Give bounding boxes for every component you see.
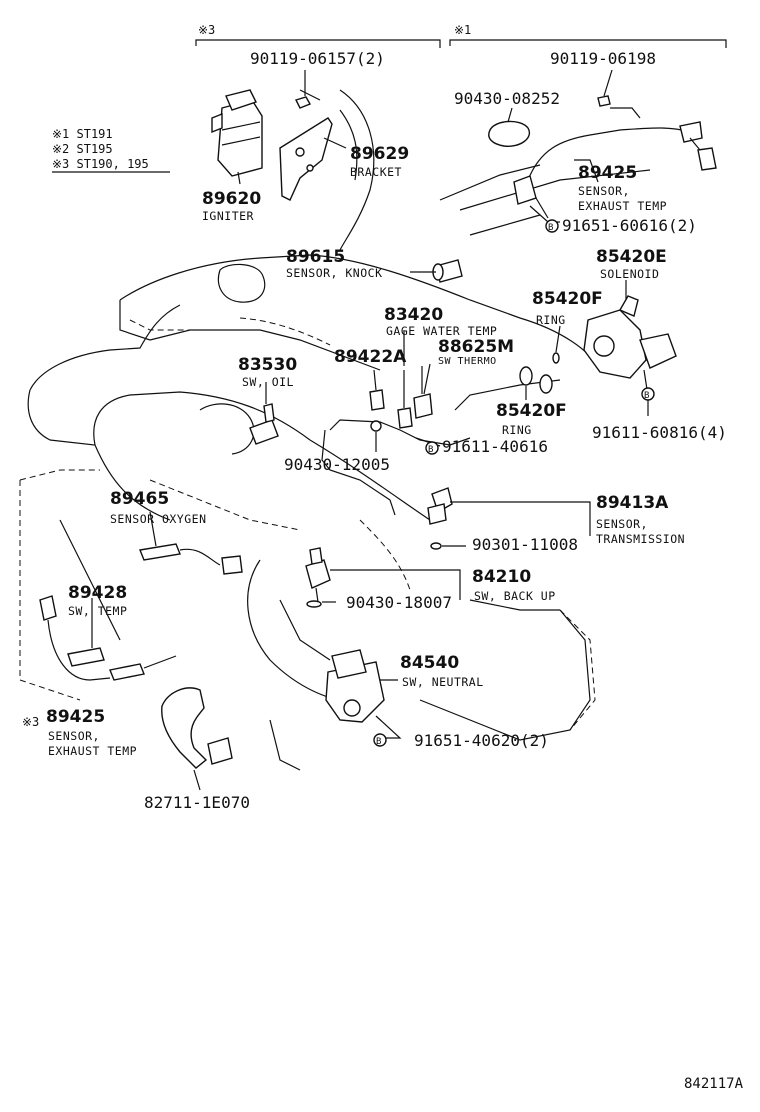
temp-switch-drawing: [67, 618, 105, 667]
water-temp-gage-drawing: [397, 370, 413, 429]
label-transmission: TRANSMISSION: [596, 532, 685, 546]
label-sw-thermo: SW THERMO: [438, 356, 497, 367]
diagram-reference-id: 842117A: [684, 1076, 744, 1092]
knock-sensor-drawing: [432, 259, 463, 283]
label-89629: 89629: [350, 144, 409, 164]
label-90430-08252: 90430-08252: [454, 89, 560, 108]
note-st191: ※1 ST191: [52, 127, 113, 141]
label-83530: 83530: [238, 355, 297, 375]
svg-text:B: B: [376, 737, 382, 747]
label-sw-neutral: SW, NEUTRAL: [402, 675, 484, 689]
label-84540: 84540: [400, 653, 459, 673]
label-ring-bottom: RING: [502, 423, 532, 437]
label-84210: 84210: [472, 567, 531, 587]
clamp-drawing: [161, 687, 233, 769]
bracket-st190-195: [195, 39, 441, 48]
label-90119-06198: 90119-06198: [550, 49, 656, 68]
label-sensor-oxygen: SENSOR OXYGEN: [110, 512, 207, 526]
label-88625m: 88625M: [438, 337, 514, 357]
svg-text:B: B: [644, 391, 650, 401]
label-85420f-bottom: 85420F: [496, 401, 567, 421]
marker-b-4: B: [373, 733, 387, 747]
label-igniter: IGNITER: [202, 209, 254, 223]
label-91611-60816: 91611-60816(4): [592, 423, 727, 442]
label-89422a: 89422A: [334, 347, 407, 367]
svg-text:B: B: [428, 445, 434, 455]
label-gage-water-temp: GAGE WATER TEMP: [386, 324, 497, 338]
sensor-89422a-drawing: [369, 389, 385, 432]
marker-b-2: B: [641, 387, 655, 401]
note-st195: ※2 ST195: [52, 142, 113, 156]
label-sensor-left: SENSOR,: [48, 729, 100, 743]
thermo-switch-drawing: [413, 366, 433, 419]
label-90430-12005: 90430-12005: [284, 455, 390, 474]
igniter-drawing: [211, 89, 263, 177]
label-91651-40620: 91651-40620(2): [414, 731, 549, 750]
label-89620: 89620: [202, 189, 261, 209]
label-sw-oil: SW, OIL: [242, 375, 294, 389]
label-note3-left: ※3: [22, 715, 39, 729]
label-89425-left: 89425: [46, 707, 105, 727]
label-89425-top: 89425: [578, 163, 637, 183]
solenoid-drawing: [519, 295, 677, 394]
oil-switch-drawing: [249, 403, 279, 445]
back-up-switch-drawing: [305, 547, 331, 608]
label-83420: 83420: [384, 305, 443, 325]
label-sw-temp: SW, TEMP: [68, 604, 127, 618]
label-exhaust-temp-left: EXHAUST TEMP: [48, 744, 137, 758]
label-89428: 89428: [68, 583, 127, 603]
label-91651-60616: 91651-60616(2): [562, 216, 697, 235]
transmission-sensor-drawing: [427, 487, 453, 550]
label-85420f-top: 85420F: [532, 289, 603, 309]
bracket-label-1: ※1: [454, 23, 471, 37]
oxygen-sensor-drawing: [139, 543, 243, 575]
label-sw-back-up: SW, BACK UP: [474, 589, 556, 603]
label-solenoid: SOLENOID: [600, 267, 659, 281]
note-st190-195: ※3 ST190, 195: [52, 157, 149, 171]
label-exhaust-temp-top: EXHAUST TEMP: [578, 199, 667, 213]
label-85420e: 85420E: [596, 247, 667, 267]
label-sensor-top: SENSOR,: [578, 184, 630, 198]
label-90119-06157: 90119-06157(2): [250, 49, 385, 68]
label-89465: 89465: [110, 489, 169, 509]
bracket-st191: [449, 39, 727, 48]
exhaust-temp-sensor-left-drawing: [39, 595, 177, 681]
label-89413a: 89413A: [596, 493, 669, 513]
label-82711-1e070: 82711-1E070: [144, 793, 250, 812]
marker-b-1: B: [545, 219, 559, 233]
label-sensor-knock: SENSOR, KNOCK: [286, 266, 383, 280]
bracket-label-3: ※3: [198, 23, 215, 37]
svg-text:B: B: [548, 223, 554, 233]
label-sensor-transmission: SENSOR,: [596, 517, 648, 531]
label-ring-top: RING: [536, 313, 566, 327]
exhaust-temp-sensor-top-drawing: [488, 95, 717, 205]
label-bracket: BRACKET: [350, 165, 402, 179]
neutral-switch-drawing: [325, 649, 385, 723]
bolt-90119-06157: [295, 96, 312, 109]
label-90430-18007: 90430-18007: [346, 593, 452, 612]
label-89615: 89615: [286, 247, 345, 267]
label-90301-11008: 90301-11008: [472, 535, 578, 554]
label-91611-40616: 91611-40616: [442, 437, 548, 456]
bracket-drawing: [279, 117, 333, 201]
marker-b-3: B: [425, 441, 439, 455]
